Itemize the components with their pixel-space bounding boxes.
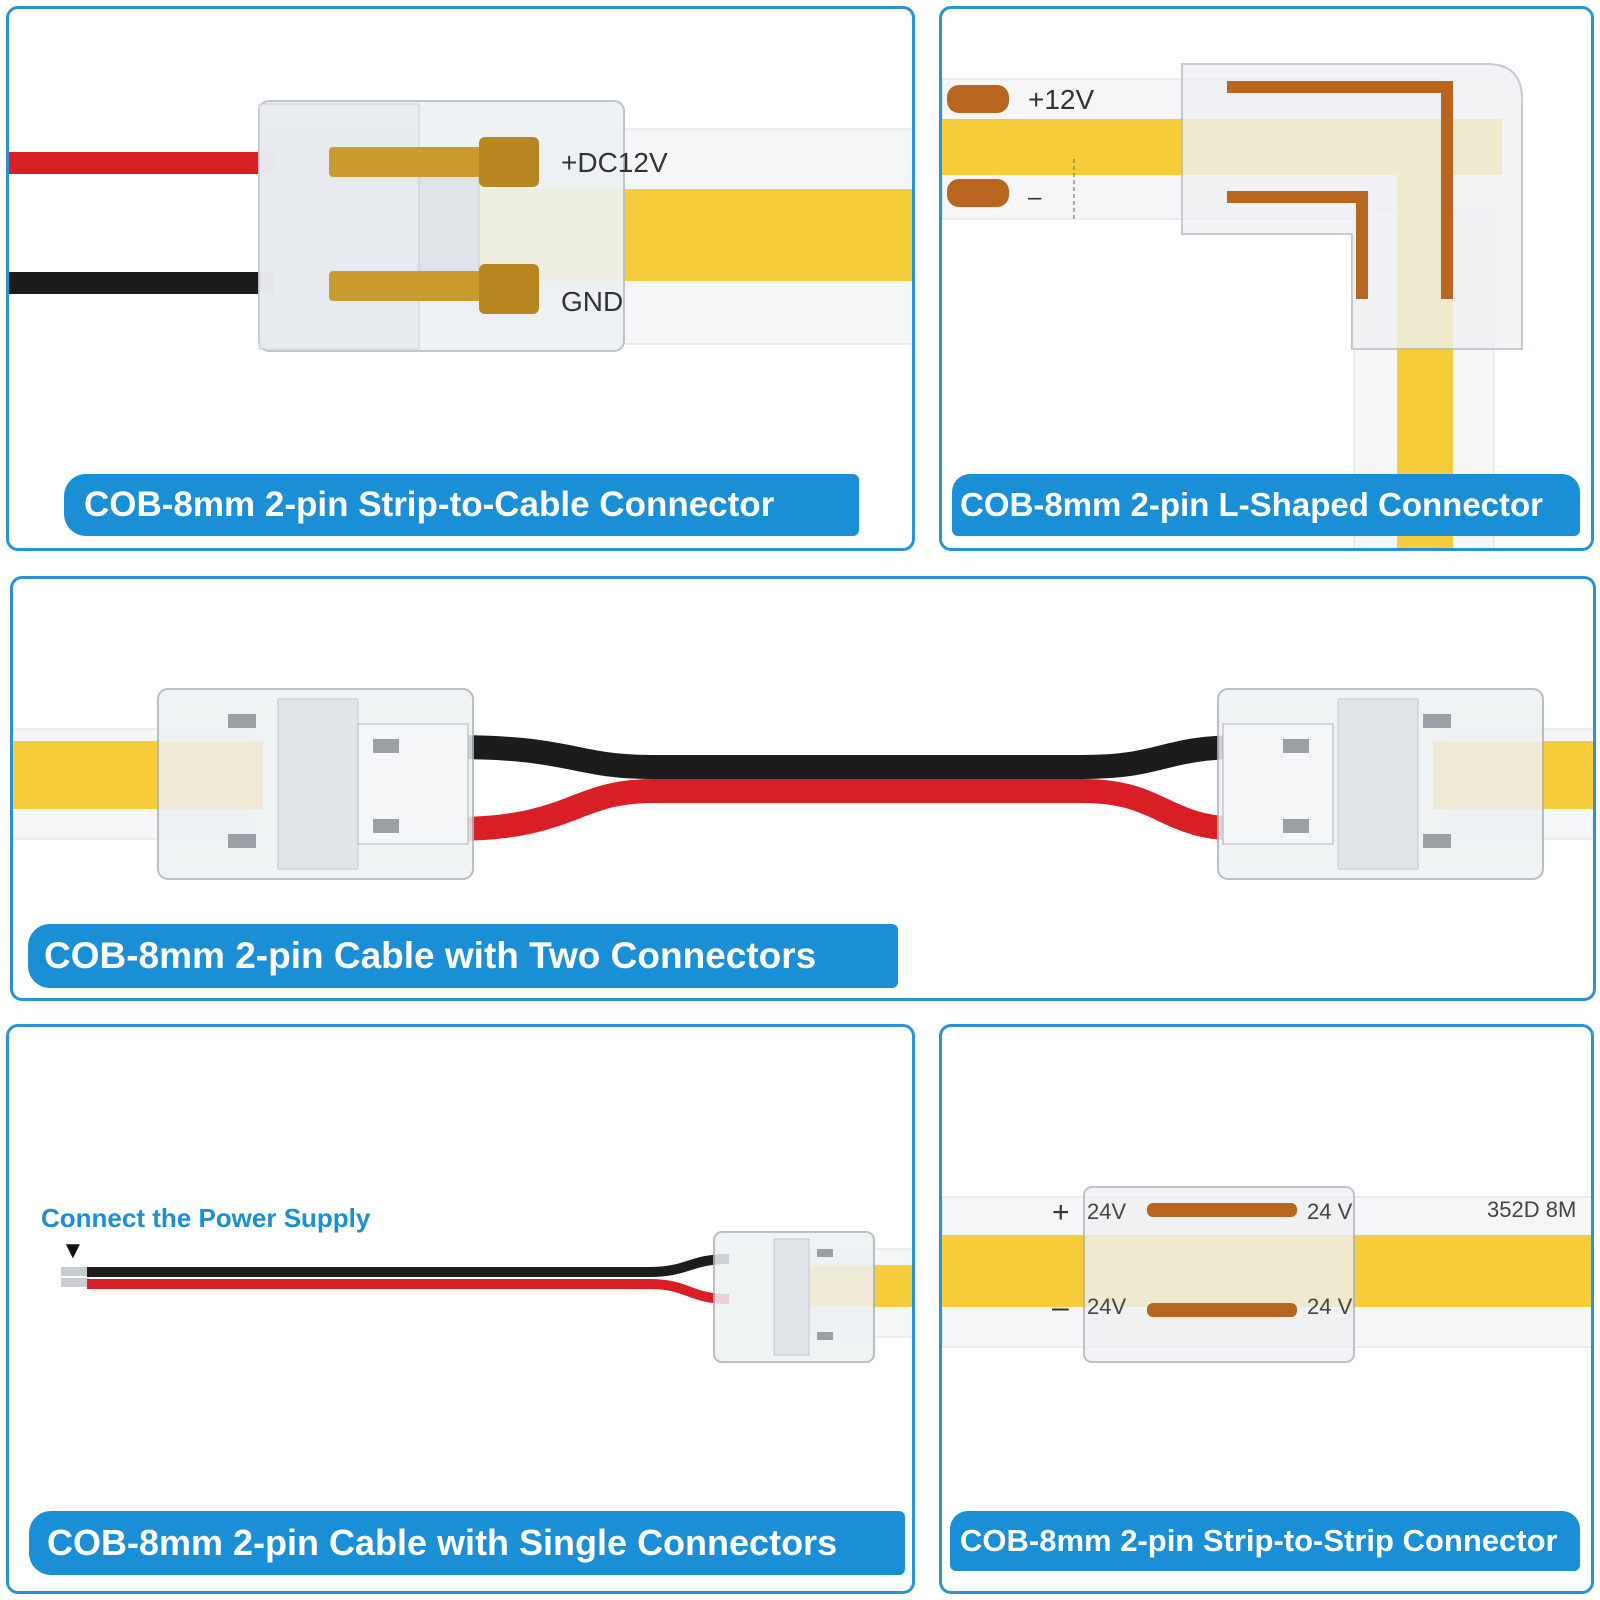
copper-pad-top xyxy=(947,85,1009,113)
panel-strip-to-cable: +DC12V GND COB-8mm 2-pin Strip-to-Cable … xyxy=(6,6,915,551)
copper-pad-bottom xyxy=(947,179,1009,207)
power-supply-label: Connect the Power Supply xyxy=(41,1203,371,1233)
panel-strip-to-strip: + 24V 24 V – 24V 24 V 352D 8M COB-8mm 2-… xyxy=(939,1024,1594,1594)
panel-single-connector: Connect the Power Supply ▼ COB-8mm 2-pin… xyxy=(6,1024,915,1594)
black-wire xyxy=(9,272,274,294)
label-24v-bottom-left: 24V xyxy=(1087,1294,1126,1319)
panel-two-connectors: COB-8mm 2-pin Cable with Two Connectors xyxy=(10,576,1596,1001)
red-wire xyxy=(9,152,274,174)
two-connectors-illustration xyxy=(13,688,1593,880)
copper-bridge-top xyxy=(1147,1203,1297,1217)
label-12v: +12V xyxy=(1028,84,1094,115)
plus-sign: + xyxy=(1052,1196,1070,1229)
label-dc12v: +DC12V xyxy=(561,147,668,178)
label-24v-top-left: 24V xyxy=(1087,1199,1126,1224)
label-24v-top-right: 24 V xyxy=(1307,1199,1353,1224)
caption-strip-to-strip: COB-8mm 2-pin Strip-to-Strip Connector xyxy=(950,1511,1580,1571)
caption-l-shaped: COB-8mm 2-pin L-Shaped Connector xyxy=(952,474,1580,536)
label-negative: – xyxy=(1028,184,1042,211)
red-wire xyxy=(87,1279,730,1304)
copper-bridge-bottom xyxy=(1147,1303,1297,1317)
strip-to-strip-illustration: + 24V 24 V – 24V 24 V 352D 8M xyxy=(942,1186,1591,1363)
label-gnd: GND xyxy=(561,286,623,317)
caption-l-shaped-text: COB-8mm 2-pin L-Shaped Connector xyxy=(960,486,1544,523)
caption-single-connector-text: COB-8mm 2-pin Cable with Single Connecto… xyxy=(47,1522,838,1563)
l-connector-housing xyxy=(1181,63,1523,350)
single-connector-illustration xyxy=(61,1231,912,1363)
strip-to-strip-connector xyxy=(1083,1186,1355,1363)
caption-two-connectors-text: COB-8mm 2-pin Cable with Two Connectors xyxy=(44,935,817,976)
caption-strip-to-cable-text: COB-8mm 2-pin Strip-to-Cable Connector xyxy=(84,485,775,524)
single-connector xyxy=(713,1231,875,1363)
caption-two-connectors: COB-8mm 2-pin Cable with Two Connectors xyxy=(28,924,898,988)
minus-sign: – xyxy=(1052,1291,1069,1324)
strip-to-cable-illustration: +DC12V GND xyxy=(9,100,912,352)
led-strip xyxy=(788,1248,912,1338)
down-arrow-icon: ▼ xyxy=(61,1237,85,1264)
panel-l-shaped: +12V – COB-8mm 2-pin L-Shaped Connector xyxy=(939,6,1594,551)
caption-single-connector: COB-8mm 2-pin Cable with Single Connecto… xyxy=(29,1511,905,1575)
strip-print: 352D 8M xyxy=(1487,1197,1576,1222)
caption-strip-to-cable: COB-8mm 2-pin Strip-to-Cable Connector xyxy=(64,474,859,536)
led-strip-yellow xyxy=(789,1265,912,1307)
caption-strip-to-strip-text: COB-8mm 2-pin Strip-to-Strip Connector xyxy=(960,1523,1558,1558)
stripped-wire-tip xyxy=(61,1267,89,1276)
red-wire xyxy=(452,779,1244,841)
black-wire xyxy=(452,735,1244,779)
label-24v-bottom-right: 24 V xyxy=(1307,1294,1353,1319)
black-wire xyxy=(87,1254,730,1277)
copper-trace-inner xyxy=(1227,191,1368,299)
copper-trace-outer xyxy=(1227,81,1453,299)
l-shaped-illustration: +12V – xyxy=(942,63,1523,548)
